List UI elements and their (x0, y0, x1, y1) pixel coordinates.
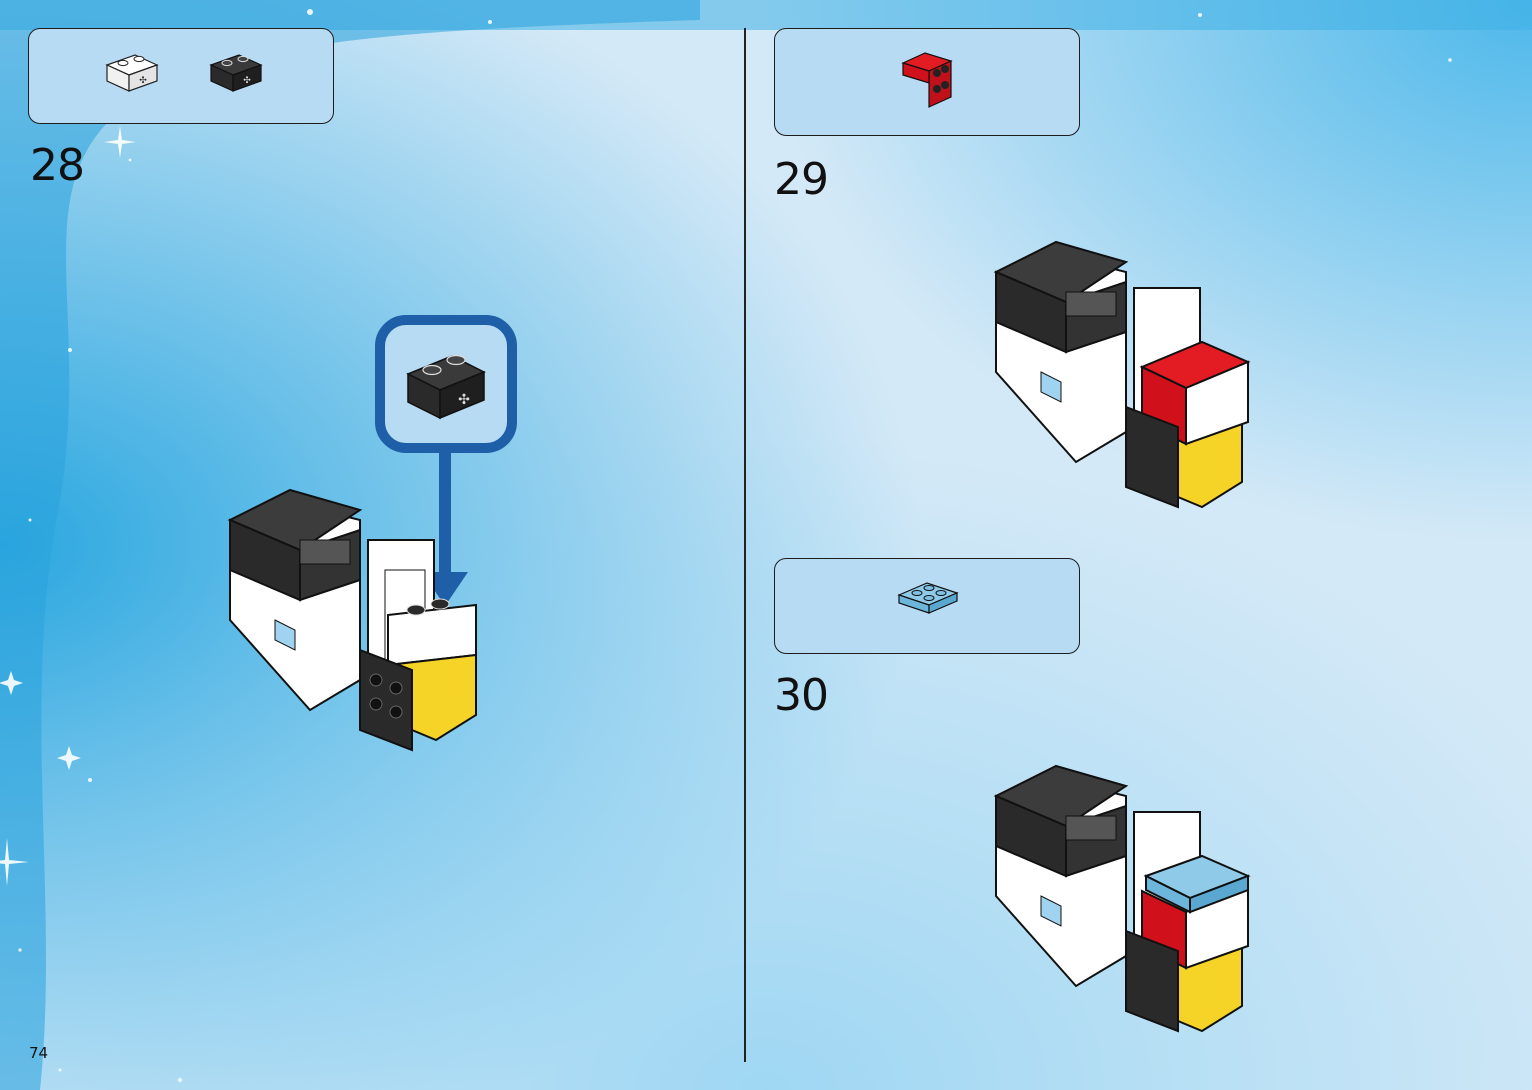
parts-list-step-28: ✣ ✣ (28, 28, 334, 124)
svg-text:✣: ✣ (243, 76, 251, 86)
model-step-30 (986, 756, 1256, 1036)
model-step-29 (986, 232, 1256, 512)
parts-list-step-29 (774, 28, 1080, 136)
parts-list-step-30 (774, 558, 1080, 654)
step-number-29: 29 (774, 158, 828, 202)
page-divider (744, 28, 746, 1062)
red-bracket-icon (901, 43, 955, 109)
model-step-28 (220, 480, 490, 750)
page-number: 74 (29, 1046, 48, 1061)
black-brick-icon: ✣ (209, 47, 263, 95)
step-number-30: 30 (774, 674, 828, 718)
white-brick-icon: ✣ (105, 47, 159, 95)
step-number-28: 28 (30, 144, 84, 188)
svg-text:✣: ✣ (458, 392, 470, 408)
svg-text:✣: ✣ (139, 76, 147, 86)
light-blue-plate-icon (897, 577, 959, 617)
